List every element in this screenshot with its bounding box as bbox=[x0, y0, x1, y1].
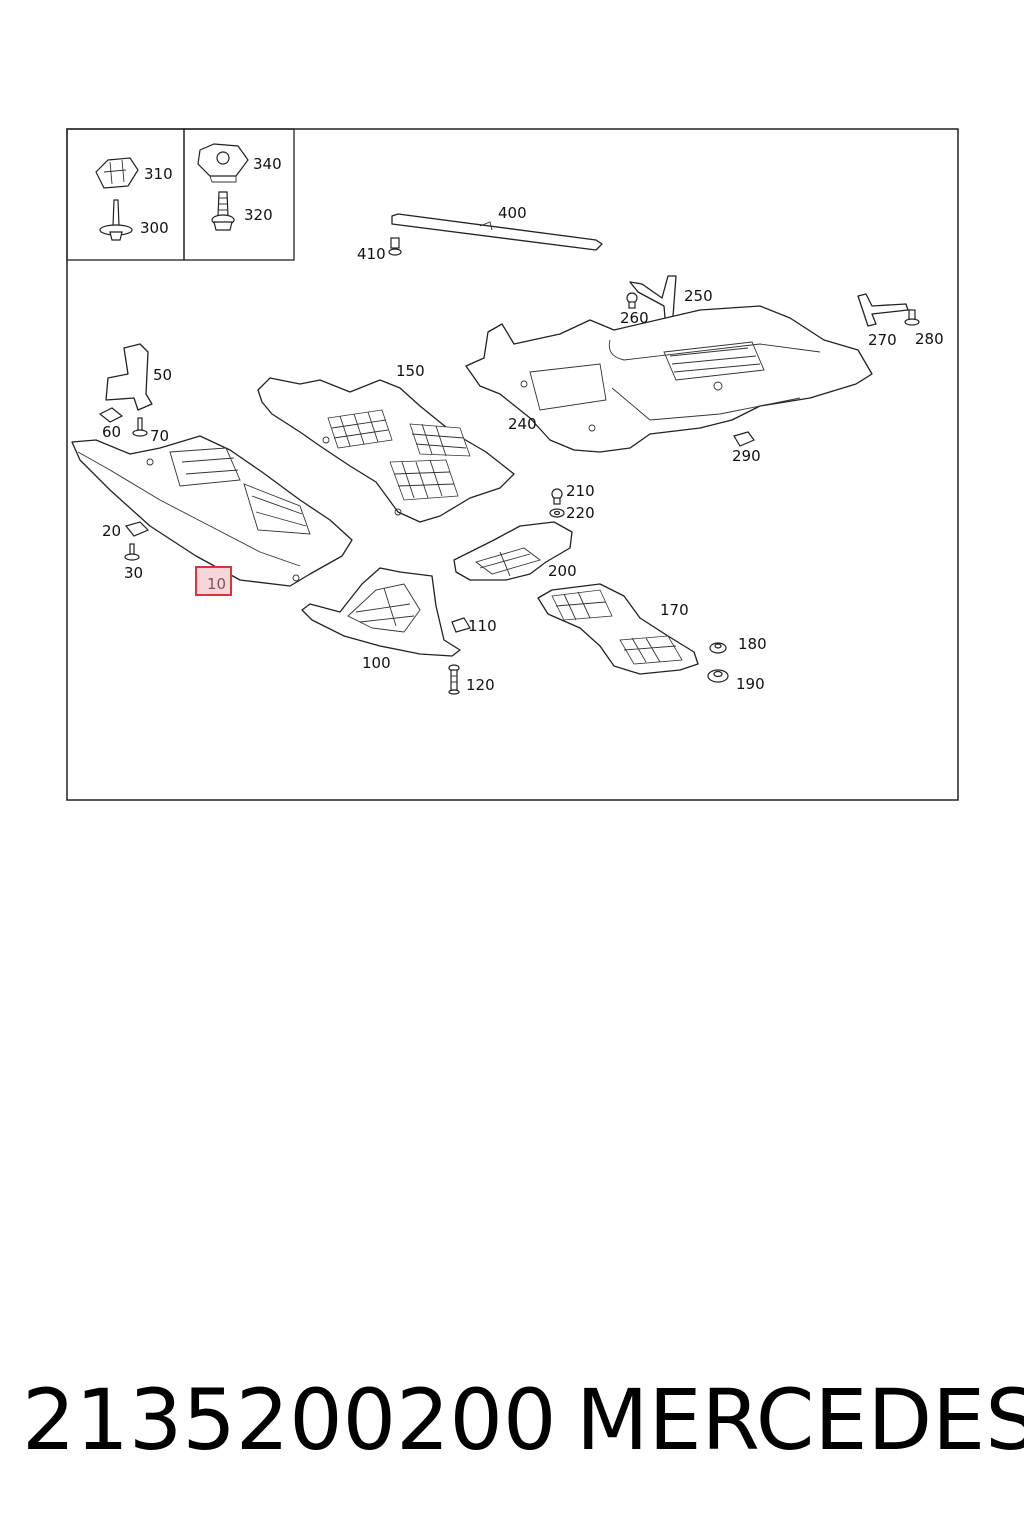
clip-110-icon bbox=[451, 617, 471, 633]
bolt-280-icon bbox=[904, 309, 920, 326]
nut-180-icon bbox=[709, 642, 727, 654]
bolt-410-icon bbox=[388, 237, 402, 256]
clip-60-icon bbox=[98, 407, 124, 423]
callout-100[interactable]: 100 bbox=[362, 654, 391, 672]
callout-240[interactable]: 240 bbox=[508, 415, 537, 433]
callout-10[interactable]: 10 bbox=[207, 575, 226, 593]
highlight-box-10[interactable] bbox=[195, 566, 232, 596]
footer: 2135200200 MERCEDES bbox=[0, 1370, 1024, 1470]
callout-180[interactable]: 180 bbox=[738, 635, 767, 653]
plastic-rivet-300-icon bbox=[99, 199, 133, 241]
strut-bar-400 bbox=[391, 213, 603, 251]
bracket-270 bbox=[857, 293, 909, 327]
clip-20-icon bbox=[124, 521, 150, 537]
parts-diagram: 10 20 30 50 60 70 100 110 120 150 170 18… bbox=[66, 128, 959, 801]
callout-400[interactable]: 400 bbox=[498, 204, 527, 222]
callout-280[interactable]: 280 bbox=[915, 330, 944, 348]
callout-120[interactable]: 120 bbox=[466, 676, 495, 694]
bolt-320-icon bbox=[211, 191, 235, 231]
callout-50[interactable]: 50 bbox=[153, 366, 172, 384]
washer-220-icon bbox=[549, 508, 565, 518]
callout-30[interactable]: 30 bbox=[124, 564, 143, 582]
panel-200 bbox=[453, 521, 573, 581]
side-panel-100 bbox=[301, 567, 461, 657]
callout-200[interactable]: 200 bbox=[548, 562, 577, 580]
callout-270[interactable]: 270 bbox=[868, 331, 897, 349]
callout-340[interactable]: 340 bbox=[253, 155, 282, 173]
callout-170[interactable]: 170 bbox=[660, 601, 689, 619]
part-number: 2135200200 bbox=[22, 1371, 557, 1469]
callout-150[interactable]: 150 bbox=[396, 362, 425, 380]
screw-120-icon bbox=[448, 664, 460, 695]
clip-nut-310-icon bbox=[95, 157, 139, 189]
legend-box-left bbox=[66, 128, 185, 261]
callout-290[interactable]: 290 bbox=[732, 447, 761, 465]
rivet-30-icon bbox=[124, 543, 140, 561]
bolt-260-icon bbox=[626, 292, 638, 309]
legend-box-right bbox=[183, 128, 295, 261]
callout-190[interactable]: 190 bbox=[736, 675, 765, 693]
callout-310[interactable]: 310 bbox=[144, 165, 173, 183]
callout-20[interactable]: 20 bbox=[102, 522, 121, 540]
callout-250[interactable]: 250 bbox=[684, 287, 713, 305]
callout-320[interactable]: 320 bbox=[244, 206, 273, 224]
clip-nut-340-icon bbox=[197, 143, 249, 183]
panel-170 bbox=[537, 583, 699, 675]
washer-190-icon bbox=[707, 669, 729, 683]
underbody-panel-150 bbox=[257, 377, 515, 523]
callout-410[interactable]: 410 bbox=[357, 245, 386, 263]
callout-70[interactable]: 70 bbox=[150, 427, 169, 445]
bracket-50 bbox=[105, 343, 153, 411]
bolt-210-icon bbox=[551, 488, 563, 505]
diagram-frame bbox=[66, 128, 959, 801]
callout-220[interactable]: 220 bbox=[566, 504, 595, 522]
callout-210[interactable]: 210 bbox=[566, 482, 595, 500]
callout-110[interactable]: 110 bbox=[468, 617, 497, 635]
bracket-250 bbox=[629, 275, 677, 331]
callout-260[interactable]: 260 bbox=[620, 309, 649, 327]
brand-name: MERCEDES bbox=[576, 1371, 1024, 1469]
front-underbody-panel-10 bbox=[71, 435, 353, 587]
clip-290-icon bbox=[733, 431, 755, 447]
underbody-panel-240 bbox=[465, 305, 873, 453]
callout-60[interactable]: 60 bbox=[102, 423, 121, 441]
rivet-70-icon bbox=[132, 417, 148, 437]
callout-300[interactable]: 300 bbox=[140, 219, 169, 237]
